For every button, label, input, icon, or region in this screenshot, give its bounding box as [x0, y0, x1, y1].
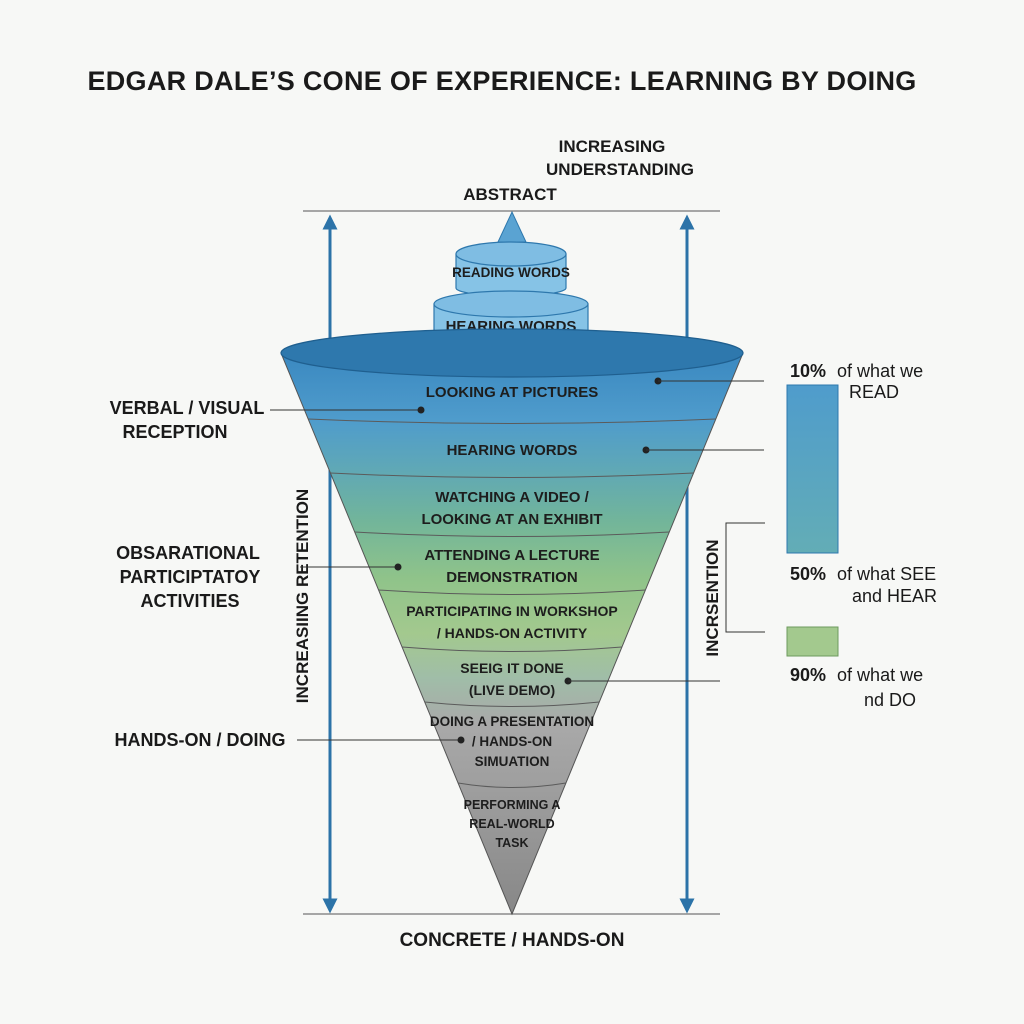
- verbal-connector-dot: [417, 406, 425, 414]
- retention-see-line2: and HEAR: [852, 586, 937, 606]
- band-divider: [402, 646, 622, 652]
- band-seeing-it-done-label: (LIVE DEMO): [469, 682, 555, 698]
- band-dividers: [308, 418, 716, 788]
- cone-tip-spike: [497, 210, 527, 243]
- band-divider: [330, 472, 694, 478]
- band-hearing-words-label: HEARING WORDS: [447, 442, 578, 459]
- increasing-understanding-line1: INCREASING: [559, 137, 666, 156]
- band-doing-presentation-label: DOING A PRESENTATION: [430, 714, 594, 729]
- band-divider: [378, 589, 646, 595]
- band-participating-workshop-label: PARTICIPATING IN WORKSHOP: [406, 603, 618, 619]
- band-performing-task-label: TASK: [495, 836, 528, 850]
- band-attending-lecture-label: ATTENDING A LECTURE: [424, 547, 599, 564]
- increasing-understanding-line2: UNDERSTANDING: [546, 160, 694, 179]
- hands-on-doing-label: HANDS-ON / DOING: [115, 730, 286, 750]
- cone-rim: [280, 328, 744, 378]
- retention-do-line1: 90% of what we: [790, 665, 923, 685]
- right-vertical-label: INCRSENTION: [703, 539, 722, 656]
- retention-see-text: of what SEE: [837, 564, 936, 584]
- band-seeing-it-done-label: SEEIG IT DONE: [460, 660, 563, 676]
- band-doing-presentation-label: SIMUATION: [475, 754, 550, 769]
- band-performing-task-label: REAL-WORLD: [469, 817, 554, 831]
- retention-bar-read-see: [786, 384, 839, 554]
- concrete-hands-on-label: CONCRETE / HANDS-ON: [400, 930, 625, 951]
- retention-see-line1: 50% of what SEE: [790, 564, 936, 584]
- band-divider: [308, 418, 716, 424]
- band-performing-task-label: PERFORMING A: [464, 798, 561, 812]
- hands-on-connector-dot: [457, 736, 465, 744]
- band-watching-video-label: LOOKING AT AN EXHIBIT: [421, 511, 602, 528]
- band-doing-presentation-label: / HANDS-ON: [472, 734, 552, 749]
- observational-label-line3: ACTIVITIES: [140, 591, 239, 611]
- reading-words-tier: READING WORDS: [452, 241, 570, 297]
- verbal-visual-label-line1: VERBAL / VISUAL: [110, 398, 265, 418]
- retention-see-pct: 50%: [790, 564, 826, 584]
- retention-bar-do: [786, 626, 839, 657]
- retention-do-text: of what we: [837, 665, 923, 685]
- observational-label-line2: PARTICIPTATOY: [120, 567, 261, 587]
- retention-do-pct: 90%: [790, 665, 826, 685]
- verbal-visual-label-line2: RECEPTION: [122, 422, 227, 442]
- band-attending-lecture-label: DEMONSTRATION: [446, 569, 577, 586]
- retention-read-line2: READ: [849, 382, 899, 402]
- reading-words-label: READING WORDS: [452, 265, 570, 280]
- band-divider: [354, 531, 670, 537]
- band-labels: LOOKING AT PICTURES HEARING WORDS WATCHING…: [406, 384, 618, 850]
- retention-read-pct: 10%: [790, 361, 826, 381]
- retention-read-line1: 10% of what we: [790, 361, 923, 381]
- band-participating-workshop-label: / HANDS-ON ACTIVITY: [437, 625, 588, 641]
- observational-label-line1: OBSARATIONAL: [116, 543, 260, 563]
- band-divider: [424, 701, 600, 707]
- retention-read-text: of what we: [837, 361, 923, 381]
- band-divider: [457, 782, 567, 788]
- observational-connector-dot: [394, 563, 402, 571]
- band-looking-at-pictures-label: LOOKING AT PICTURES: [426, 384, 599, 401]
- band-watching-video-label: WATCHING A VIDEO /: [435, 489, 589, 506]
- diagram-title: EDGAR DALE’S CONE OF EXPERIENCE: LEARNIN…: [87, 66, 916, 96]
- retention-do-line2: nd DO: [864, 690, 916, 710]
- increasing-retention-vertical-label: INCREASIING RETENTION: [293, 489, 312, 703]
- abstract-label: ABSTRACT: [463, 185, 557, 204]
- retention-bracket: [725, 522, 765, 633]
